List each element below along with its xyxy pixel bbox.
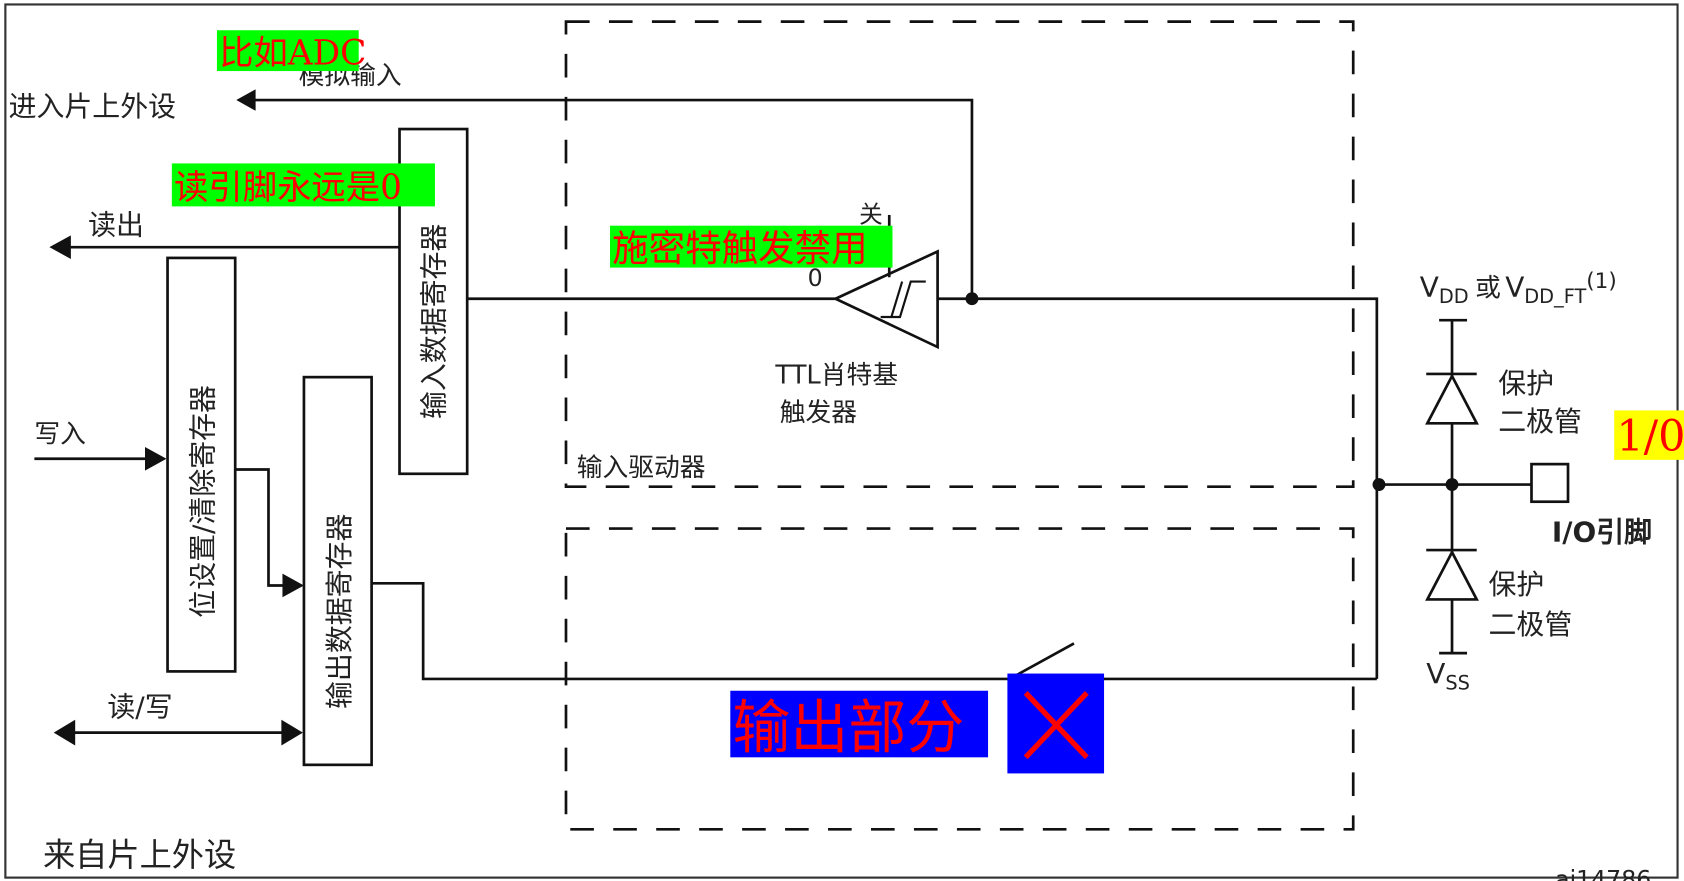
pin-value-highlight <box>1614 410 1684 460</box>
output-data-register-label: 输出数据寄存器 <box>323 514 356 709</box>
cross-icon <box>1023 691 1089 760</box>
from-peripheral-label: 来自片上外设 <box>43 836 236 874</box>
output-driver-box <box>564 527 1355 831</box>
protect-diode-top-2: 二极管 <box>1498 405 1582 438</box>
analog-line <box>249 98 974 299</box>
output-section-annotation: 输出部分 <box>732 694 964 762</box>
output-line <box>371 581 1010 681</box>
arrow-left-icon <box>236 89 256 111</box>
diode-rail <box>1426 318 1477 655</box>
junction-dot <box>965 292 979 306</box>
output-section-highlight <box>730 690 989 758</box>
ttl-schmitt-label-1: TTL肖特基 <box>774 361 898 391</box>
input-data-register-label: 输入数据寄存器 <box>418 224 451 419</box>
hysteresis-icon <box>880 280 926 319</box>
ttl-schmitt-label-2: 触发器 <box>780 398 858 428</box>
adc-highlight <box>216 30 359 72</box>
bsrr-to-odr-line <box>235 468 288 587</box>
input-data-register <box>398 127 469 476</box>
switch-icon <box>1008 642 1075 681</box>
off-label: 关 <box>859 200 883 228</box>
zero-label: 0 <box>808 264 823 292</box>
input-driver-label: 输入驱动器 <box>577 453 706 483</box>
pin-bus-line <box>937 297 1379 679</box>
io-pin-label: I/O引脚 <box>1552 515 1652 548</box>
figure-id: ai14786 <box>1555 865 1651 881</box>
to-peripheral-label: 进入片上外设 <box>9 90 176 123</box>
input-driver-box <box>564 20 1355 489</box>
arrow-right-icon <box>144 446 167 471</box>
bit-set-reset-register-label: 位设置/清除寄存器 <box>187 385 220 618</box>
diode-icon <box>1425 373 1479 425</box>
bit-set-reset-register <box>166 256 237 673</box>
pin-value-annotation: 1/0 <box>1616 412 1684 462</box>
schmitt-highlight <box>610 225 893 268</box>
schmitt-disabled-annotation: 施密特触发禁用 <box>612 227 867 270</box>
io-pad <box>1530 462 1570 504</box>
protect-diode-top-1: 保护 <box>1498 367 1554 400</box>
arrow-right-icon <box>281 719 303 746</box>
adc-annotation: 比如ADC <box>219 34 366 74</box>
protect-diode-bottom-2: 二极管 <box>1489 608 1573 641</box>
read-write-label: 读/写 <box>107 691 172 724</box>
arrow-left-icon <box>49 235 71 259</box>
output-data-register <box>302 375 373 767</box>
write-label: 写入 <box>34 420 86 450</box>
read-out-label: 读出 <box>88 208 144 241</box>
vss-label: VSS <box>1426 657 1470 694</box>
arrow-left-icon <box>53 719 76 746</box>
diode-icon <box>1425 549 1479 601</box>
protect-diode-bottom-1: 保护 <box>1489 568 1545 601</box>
read-pin-zero-annotation: 读引脚永远是0 <box>174 168 402 208</box>
arrow-right-icon <box>282 573 304 598</box>
junction-dot <box>1372 478 1386 491</box>
read-pin-highlight <box>171 163 435 207</box>
